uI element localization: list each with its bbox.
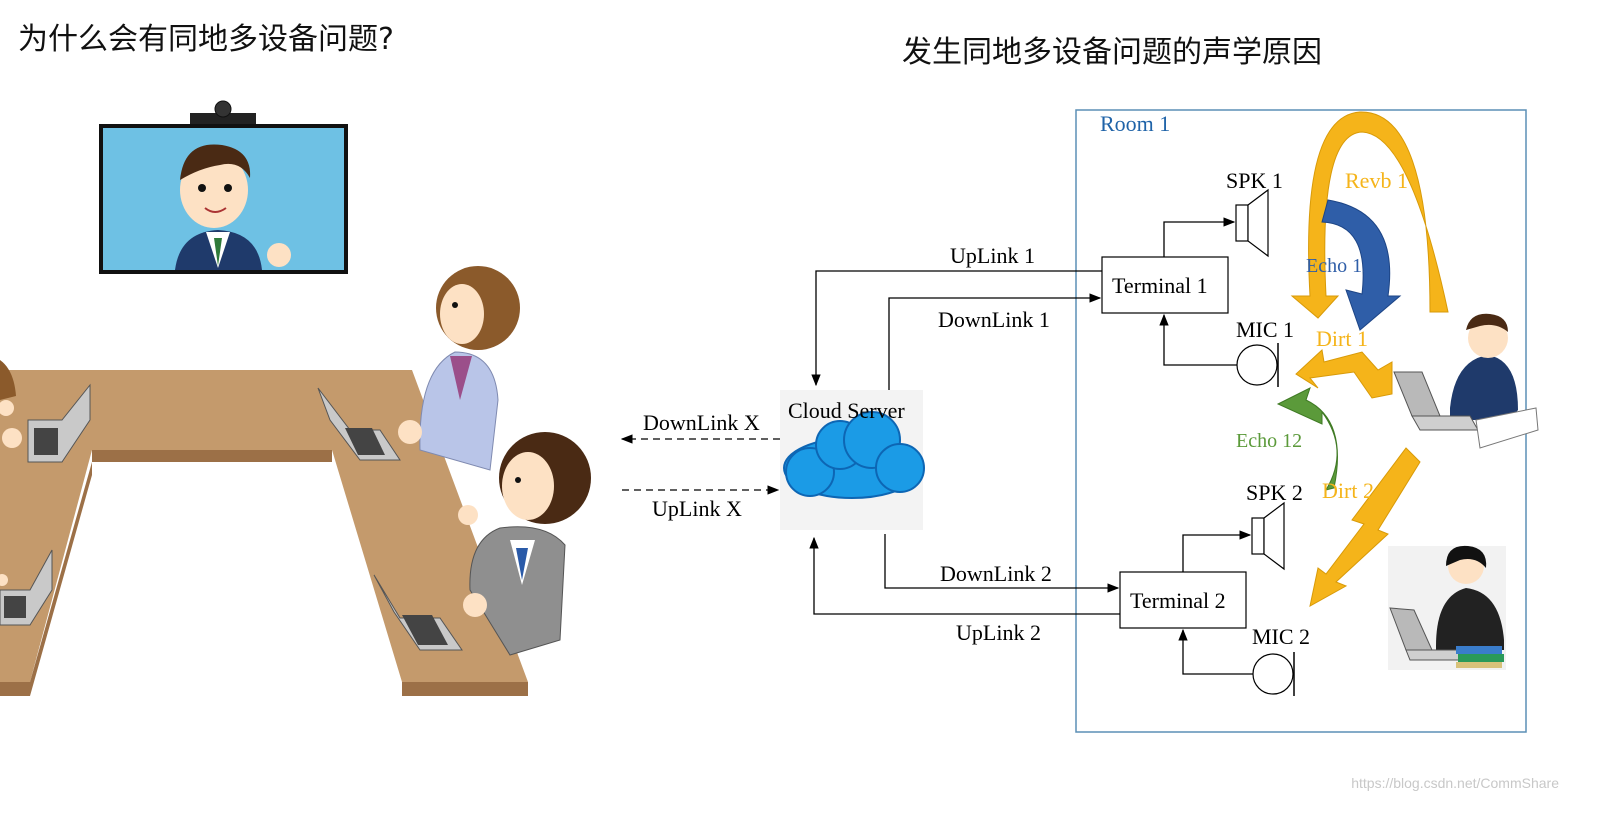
dirt-2-arrow — [1309, 447, 1421, 607]
mic-1-label: MIC 1 — [1236, 317, 1294, 342]
mic1-to-t1-line — [1159, 313, 1237, 366]
conference-table — [0, 370, 528, 696]
mic2-to-t2-line — [1178, 628, 1253, 675]
tv-screen — [99, 100, 348, 274]
laptop-2 — [317, 387, 401, 461]
meeting-illustration — [0, 100, 591, 696]
terminal-2-label: Terminal 2 — [1130, 588, 1226, 613]
downlink-2-label: DownLink 2 — [940, 561, 1052, 586]
dirt-2-label: Dirt 2 — [1322, 478, 1374, 503]
speaker-1-icon — [1235, 188, 1269, 258]
mic-2-icon — [1252, 652, 1295, 696]
room-man-with-laptop — [1393, 313, 1539, 449]
right-title: 发生同地多设备问题的声学原因 — [902, 35, 1322, 70]
uplink-1-line — [811, 270, 1102, 387]
man-attendee — [458, 432, 591, 656]
downlink-1-label: DownLink 1 — [938, 307, 1050, 332]
uplink-2-line — [809, 536, 1120, 615]
terminal-2-box — [1119, 571, 1247, 629]
uplink-1-label: UpLink 1 — [950, 243, 1035, 268]
terminal-1-box — [1101, 256, 1229, 314]
laptop-4 — [373, 574, 463, 651]
mic-1-icon — [1236, 343, 1279, 387]
t2-to-spk2-line — [1182, 530, 1252, 572]
echo-12-arrow — [1276, 387, 1338, 491]
speaker-1-label: SPK 1 — [1226, 168, 1283, 193]
dirt-1-arrow — [1295, 349, 1393, 399]
downlink-x-label: DownLink X — [643, 410, 760, 435]
cloud-server: Cloud Server — [780, 390, 925, 530]
left-attendee — [0, 360, 22, 586]
uplink-x-label: UpLink X — [652, 496, 742, 521]
downlink-2-line — [884, 534, 1120, 593]
uplink-2-label: UpLink 2 — [956, 620, 1041, 645]
mic-2-label: MIC 2 — [1252, 624, 1310, 649]
revb-1-label: Revb 1 — [1345, 168, 1408, 193]
watermark: https://blog.csdn.net/CommShare — [1351, 775, 1559, 791]
revb-1-arrow — [1290, 111, 1449, 319]
left-title: 为什么会有同地多设备问题? — [18, 22, 394, 57]
terminal-1-label: Terminal 1 — [1112, 273, 1208, 298]
t1-to-spk1-line — [1163, 217, 1236, 257]
echo-11-label: Echo 11 — [1306, 255, 1371, 277]
laptop-3 — [0, 549, 53, 626]
room-label: Room 1 — [1100, 111, 1170, 136]
echo-12-label: Echo 12 — [1236, 430, 1302, 452]
woman-attendee — [398, 266, 520, 471]
dirt-1-label: Dirt 1 — [1316, 326, 1368, 351]
room-woman-with-laptop — [1388, 545, 1506, 670]
cloud-server-label: Cloud Server — [788, 398, 905, 423]
speaker-2-label: SPK 2 — [1246, 480, 1303, 505]
echo-11-arrow — [1321, 199, 1402, 331]
speaker-2-icon — [1251, 501, 1285, 571]
laptop-1 — [27, 383, 91, 463]
downlink-1-line — [888, 293, 1102, 390]
